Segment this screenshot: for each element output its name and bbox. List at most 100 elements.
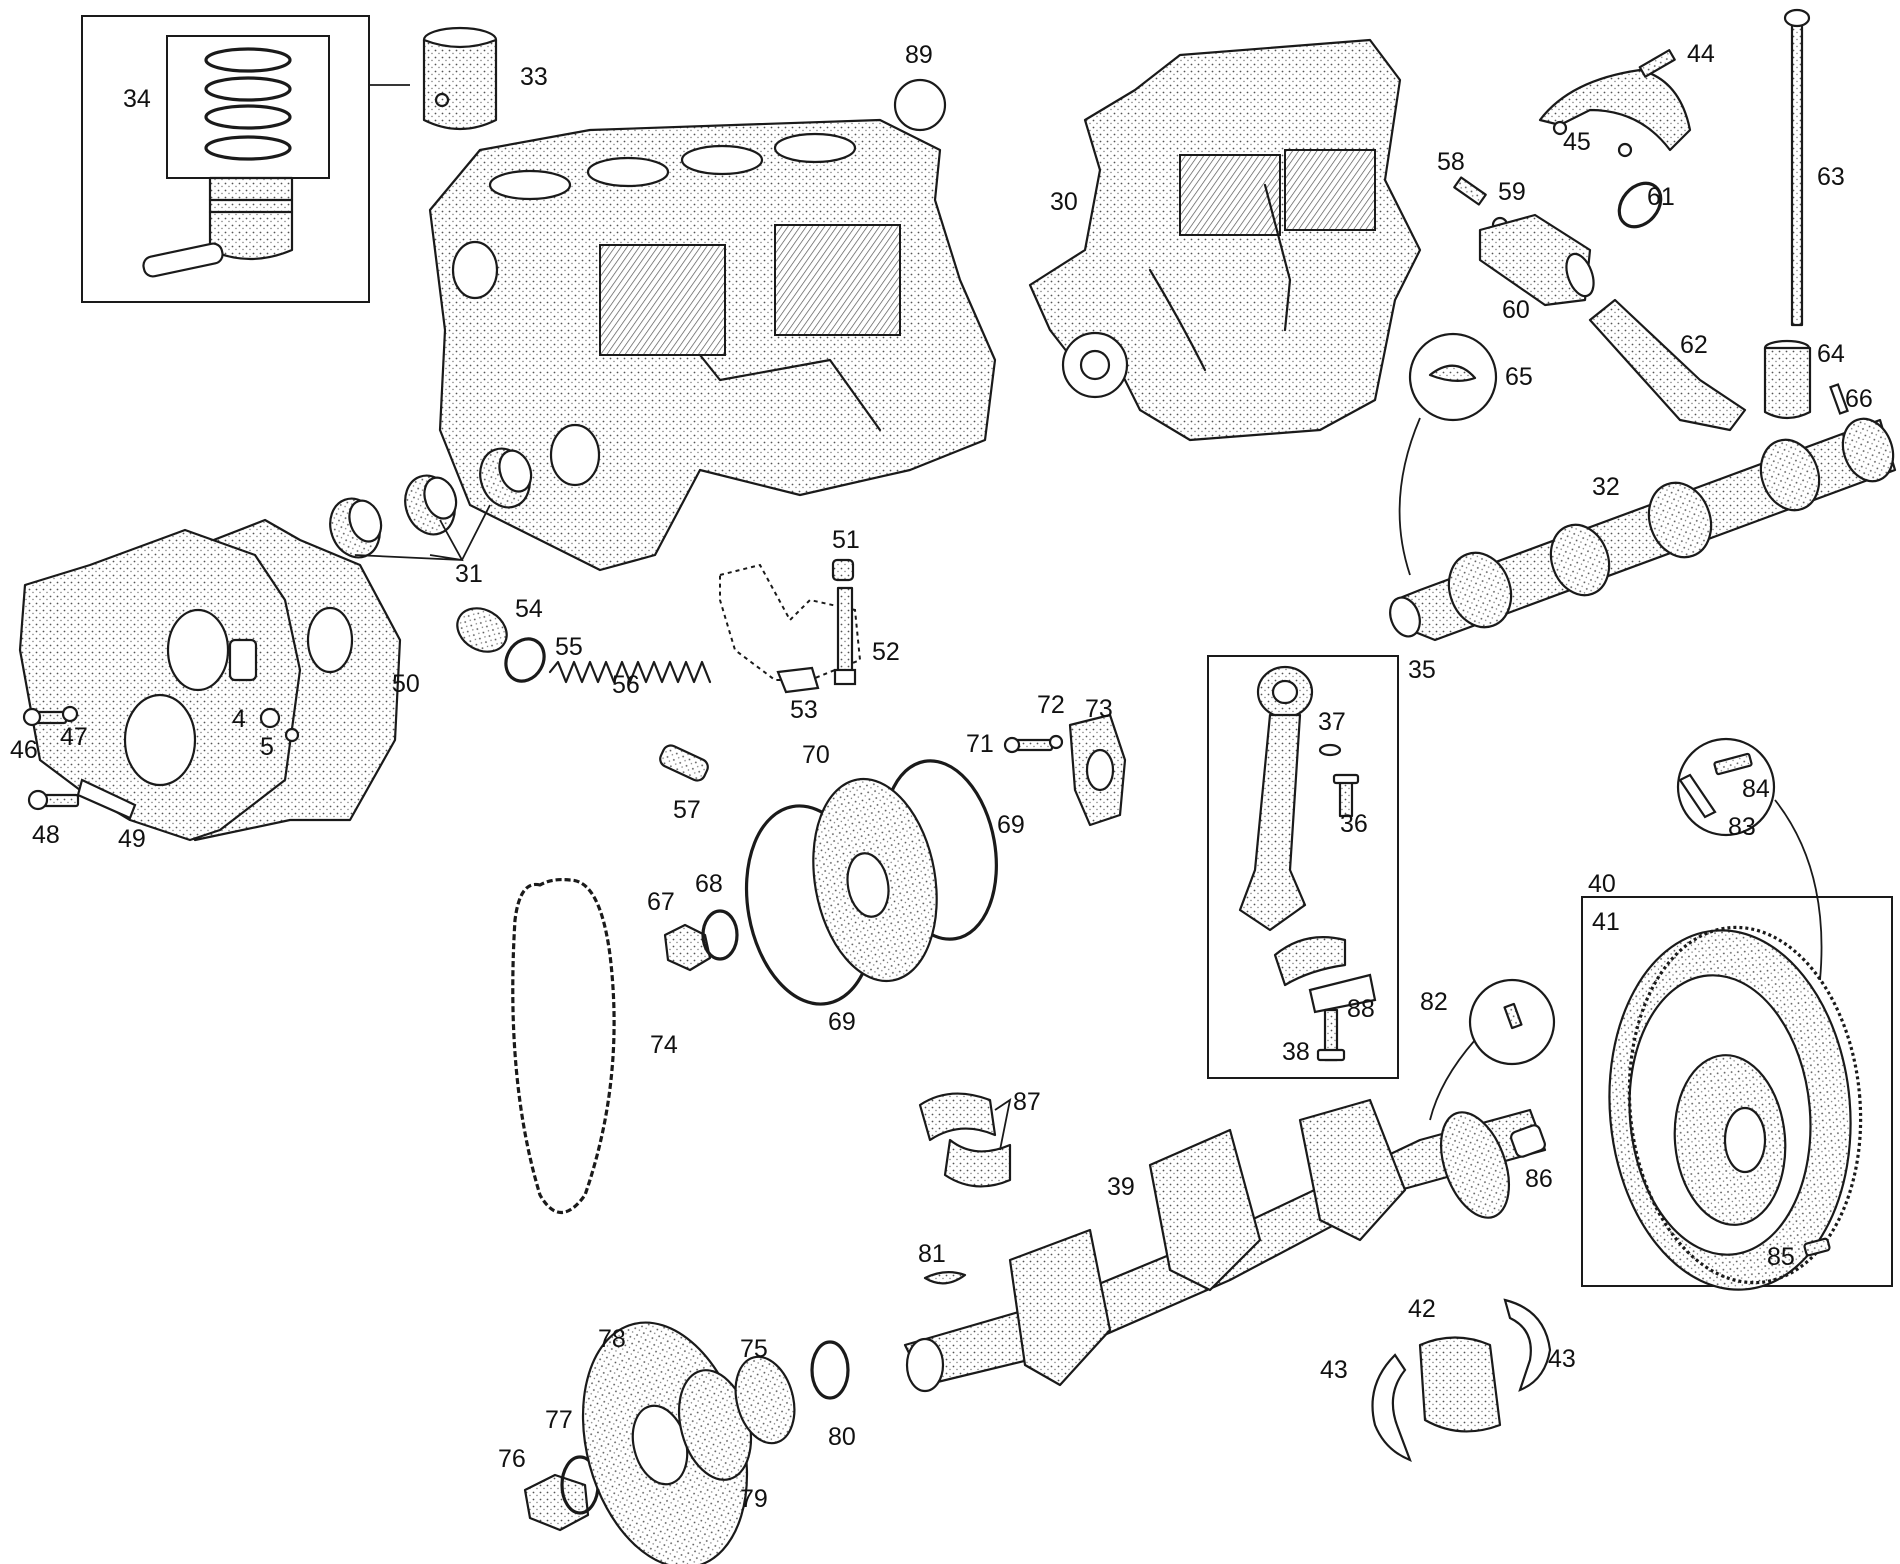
callout-labels: 30 31 32 33 34 35 36 37 38 39 40 41 42 4… [10, 40, 1873, 1513]
clamp-45 [1538, 68, 1692, 158]
bracket-outline [719, 563, 862, 681]
callout-44: 44 [1687, 40, 1715, 68]
callout-86: 86 [1525, 1165, 1553, 1193]
stud-52 [833, 586, 857, 686]
callout-32: 32 [1592, 473, 1620, 501]
callout-55: 55 [555, 633, 583, 661]
bolt-58 [1453, 176, 1487, 206]
callout-36: 36 [1340, 810, 1368, 838]
piston [142, 176, 294, 278]
washer-72 [1048, 734, 1064, 750]
callout-63: 63 [1817, 163, 1845, 191]
pushrod-63 [1783, 8, 1811, 327]
callout-59: 59 [1498, 178, 1526, 206]
callout-51: 51 [832, 526, 860, 554]
callout-38: 38 [1282, 1038, 1310, 1066]
spring-56 [548, 660, 712, 684]
callout-34: 34 [123, 85, 151, 113]
callout-61: 61 [1647, 183, 1675, 211]
lock-plate-88 [1308, 973, 1377, 1014]
callout-53: 53 [790, 696, 818, 724]
callout-73: 73 [1085, 695, 1113, 723]
bolt-36 [1332, 773, 1360, 818]
cam-bearings [329, 447, 533, 562]
engine-assembly [1028, 38, 1422, 442]
o-ring-61 [1617, 181, 1663, 229]
callout-71: 71 [966, 730, 994, 758]
callout-76: 76 [498, 1445, 526, 1473]
callout-35: 35 [1408, 656, 1436, 684]
callout-62: 62 [1680, 331, 1708, 359]
callout-66: 66 [1845, 385, 1873, 413]
thrust-washer-43-right [1503, 1298, 1552, 1392]
front-plate [18, 518, 402, 842]
camshaft [1389, 417, 1897, 642]
callout-40: 40 [1588, 870, 1616, 898]
bush-51 [831, 558, 855, 582]
lock-washer-37 [1318, 743, 1342, 757]
callout-5: 5 [260, 733, 274, 761]
callout-69-right: 69 [997, 811, 1025, 839]
callout-49: 49 [118, 825, 146, 853]
callout-50: 50 [392, 670, 420, 698]
callout-74: 74 [650, 1031, 678, 1059]
bolt-48 [27, 789, 80, 811]
callout-70: 70 [802, 741, 830, 769]
callout-42: 42 [1408, 1295, 1436, 1323]
callout-72: 72 [1037, 691, 1065, 719]
lock-inset-83-84 [1676, 737, 1823, 981]
drive-gear-62 [1588, 298, 1747, 432]
callout-39: 39 [1107, 1173, 1135, 1201]
callout-68: 68 [695, 870, 723, 898]
callout-80: 80 [828, 1423, 856, 1451]
callout-45: 45 [1563, 128, 1591, 156]
bolt-44 [1638, 49, 1676, 78]
camshaft-gear-70 [812, 777, 938, 983]
callout-69-bottom: 69 [828, 1008, 856, 1036]
callout-52: 52 [872, 638, 900, 666]
plunger-57 [659, 744, 709, 782]
washer-68 [701, 909, 739, 961]
bearing-shells-87 [918, 1092, 1012, 1188]
callout-33: 33 [520, 63, 548, 91]
callout-30: 30 [1050, 188, 1078, 216]
lock-tab-49 [76, 778, 137, 820]
pin-66 [1829, 383, 1849, 415]
callout-43-right: 43 [1548, 1345, 1576, 1373]
callout-77: 77 [545, 1406, 573, 1434]
piston-part-33 [422, 26, 498, 130]
callout-67: 67 [647, 888, 675, 916]
callout-31: 31 [455, 560, 483, 588]
packing-80 [810, 1340, 850, 1400]
bearing-cap [1273, 936, 1347, 987]
core-plug-89 [893, 78, 947, 132]
callout-84: 84 [1742, 775, 1770, 803]
callout-79: 79 [740, 1485, 768, 1513]
callout-81: 81 [918, 1240, 946, 1268]
piston-inset [81, 15, 498, 303]
bolt-46 [22, 707, 68, 727]
dowel-85 [1803, 1237, 1831, 1257]
callout-54: 54 [515, 595, 543, 623]
callout-57: 57 [673, 796, 701, 824]
callout-43-left: 43 [1320, 1356, 1348, 1384]
bolt-71 [1003, 736, 1054, 754]
piston-rings [204, 47, 292, 161]
callout-47: 47 [60, 723, 88, 751]
nut-4 [259, 707, 281, 729]
callout-88: 88 [1347, 995, 1375, 1023]
tensioner-73 [1068, 713, 1127, 827]
washer-5 [284, 727, 300, 743]
washer-55 [504, 637, 546, 683]
callout-78: 78 [598, 1325, 626, 1353]
cylinder-block [428, 118, 997, 572]
thrust-washer-43-left [1371, 1353, 1412, 1462]
callout-58: 58 [1437, 148, 1465, 176]
callout-89: 89 [905, 41, 933, 69]
crankshaft [903, 1098, 1547, 1393]
flywheel-inset [1581, 737, 1893, 1291]
callout-85: 85 [1767, 1243, 1795, 1271]
flywheel-41 [1608, 925, 1863, 1291]
callout-4: 4 [232, 705, 246, 733]
